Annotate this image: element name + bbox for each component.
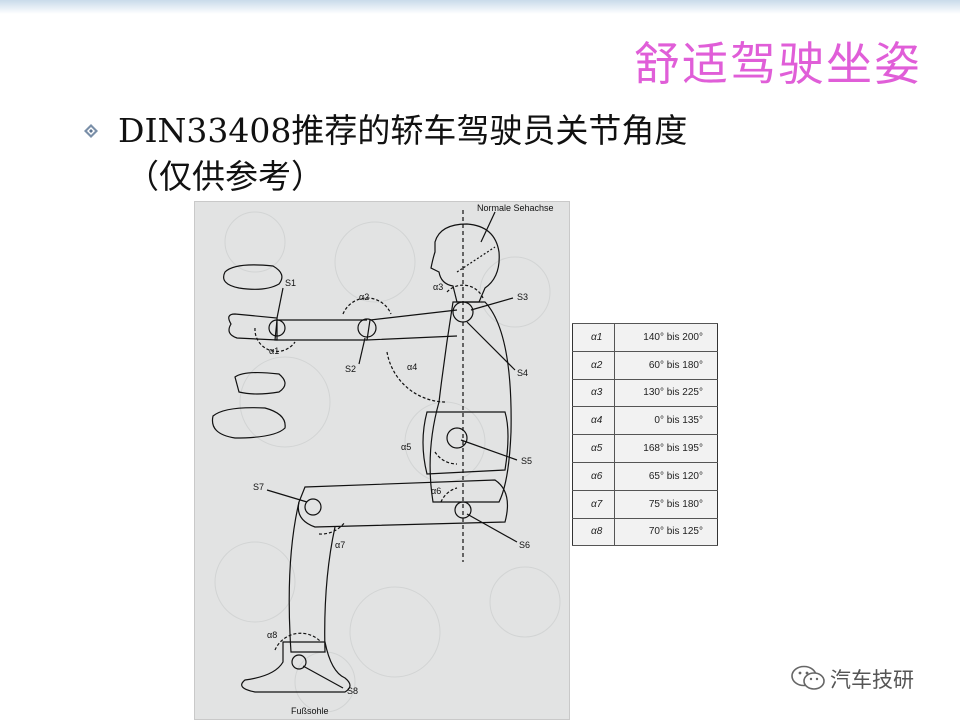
wechat-icon	[791, 665, 825, 690]
angle-symbol: α5	[572, 434, 615, 463]
angle-symbol: α7	[572, 489, 615, 519]
posture-drawing: Normale Sehachse S1 S2 S3 S4 S5 S6 S7 S8…	[211, 203, 561, 716]
slide-title: 舒适驾驶坐姿	[634, 37, 922, 91]
label-fusssohle: Fußsohle	[291, 706, 329, 716]
diamond-bullet-icon	[84, 124, 98, 138]
label-s4: S4	[517, 368, 528, 378]
label-a5: α5	[401, 442, 411, 452]
watermark-text: 汽车技研	[830, 668, 914, 692]
angle-symbol: α2	[572, 350, 615, 380]
angle-range: 168° bis 195°	[614, 434, 718, 463]
bullet-line-2: （仅供参考）	[126, 157, 324, 196]
angle-range: 70° bis 125°	[614, 517, 718, 547]
label-s7: S7	[253, 482, 264, 492]
angle-range: 130° bis 225°	[614, 378, 718, 408]
label-a7: α7	[335, 540, 345, 550]
label-sehachse: Normale Sehachse	[477, 203, 554, 213]
angle-symbol: α1	[572, 323, 615, 352]
label-s6: S6	[519, 540, 530, 550]
top-gradient-band	[0, 0, 960, 14]
label-a6: α6	[431, 486, 441, 496]
label-s5: S5	[521, 456, 532, 466]
label-s2: S2	[345, 364, 356, 374]
angle-symbol: α6	[572, 461, 615, 491]
bullet-line-1: DIN33408推荐的轿车驾驶员关节角度	[118, 111, 688, 150]
label-a2: α2	[359, 292, 369, 302]
angle-range: 75° bis 180°	[614, 489, 718, 519]
angle-symbol: α3	[572, 378, 615, 408]
bullet-text: DIN33408推荐的轿车驾驶员关节角度 （仅供参考）	[118, 108, 878, 200]
angle-range: 60° bis 180°	[614, 350, 718, 380]
angle-range: 65° bis 120°	[614, 461, 718, 491]
driver-posture-diagram: Normale Sehachse S1 S2 S3 S4 S5 S6 S7 S8…	[194, 201, 570, 720]
label-a1: α1	[269, 346, 279, 356]
angle-range: 0° bis 135°	[614, 406, 718, 436]
label-s1: S1	[285, 278, 296, 288]
label-a3: α3	[433, 282, 443, 292]
angle-symbol: α4	[572, 406, 615, 436]
label-s8: S8	[347, 686, 358, 696]
label-s3: S3	[517, 292, 528, 302]
angle-range: 140° bis 200°	[614, 323, 718, 352]
angle-symbol: α8	[572, 517, 615, 547]
label-a8: α8	[267, 630, 277, 640]
label-a4: α4	[407, 362, 417, 372]
watermark: 汽车技研	[790, 662, 940, 694]
